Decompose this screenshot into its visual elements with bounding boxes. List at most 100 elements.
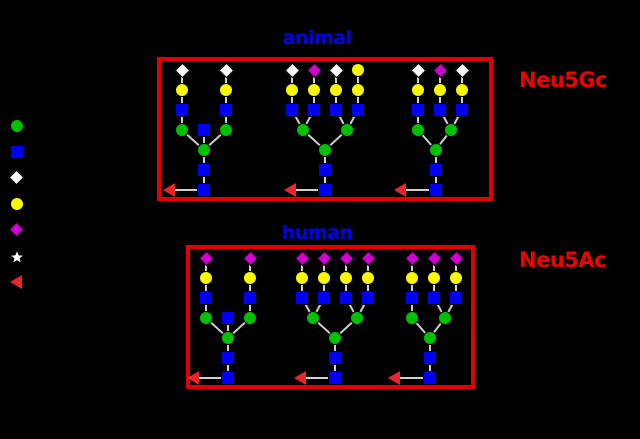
glcnac-icon bbox=[243, 291, 257, 305]
green-circle-mannose-icon bbox=[10, 119, 24, 133]
mannose-icon bbox=[199, 311, 213, 325]
legend-item-blue-square-glcnac bbox=[4, 139, 30, 165]
mannose-icon bbox=[306, 311, 320, 325]
galactose-icon bbox=[329, 83, 343, 97]
glcnac-icon bbox=[295, 291, 309, 305]
galactose-icon bbox=[285, 83, 299, 97]
core-mannose-icon bbox=[318, 143, 332, 157]
bisecting-glcnac-icon bbox=[197, 123, 211, 137]
core-mannose-icon bbox=[328, 331, 342, 345]
galactose-icon bbox=[339, 271, 353, 285]
core-glcnac-icon bbox=[197, 163, 211, 177]
mannose-icon bbox=[243, 311, 257, 325]
mannose-icon bbox=[175, 123, 189, 137]
fucose-icon bbox=[186, 371, 199, 385]
section-title-animal: animal bbox=[282, 27, 353, 49]
legend-item-yellow-circle-galactose bbox=[4, 191, 30, 217]
glcnac-icon bbox=[449, 291, 463, 305]
legend-item-green-circle-mannose bbox=[4, 113, 30, 139]
galactose-icon bbox=[219, 83, 233, 97]
animal-group-box bbox=[157, 57, 493, 201]
human-group-box bbox=[186, 245, 475, 389]
fucose-icon bbox=[388, 371, 401, 385]
glcnac-icon bbox=[317, 291, 331, 305]
glycosidic-bond bbox=[192, 377, 228, 379]
galactose-icon bbox=[351, 83, 365, 97]
glycosidic-bond bbox=[168, 189, 204, 191]
mannose-icon bbox=[350, 311, 364, 325]
glcnac-icon bbox=[361, 291, 375, 305]
core-glcnac-icon bbox=[422, 351, 437, 365]
glcnac-icon bbox=[411, 103, 425, 117]
galactose-icon bbox=[411, 83, 425, 97]
galactose-icon bbox=[351, 63, 365, 77]
galactose-icon bbox=[455, 83, 469, 97]
mannose-icon bbox=[296, 123, 310, 137]
galactose-icon bbox=[361, 271, 375, 285]
glcnac-icon bbox=[427, 291, 441, 305]
glcnac-icon bbox=[405, 291, 419, 305]
core-glcnac-icon bbox=[318, 183, 332, 197]
glcnac-icon bbox=[329, 103, 343, 117]
glcnac-icon bbox=[339, 291, 353, 305]
galactose-icon bbox=[175, 83, 189, 97]
mannose-icon bbox=[219, 123, 233, 137]
mannose-icon bbox=[444, 123, 458, 137]
mannose-icon bbox=[438, 311, 452, 325]
mannose-icon bbox=[405, 311, 419, 325]
core-glcnac-icon bbox=[318, 163, 332, 177]
label-neu5gc: Neu5Gc bbox=[519, 68, 608, 92]
glcnac-icon bbox=[219, 103, 233, 117]
galactose-icon bbox=[449, 271, 463, 285]
core-glcnac-icon bbox=[221, 351, 235, 365]
fucose-icon bbox=[283, 183, 296, 197]
fucose-icon bbox=[162, 183, 175, 197]
glcnac-icon bbox=[433, 103, 447, 117]
galactose-icon bbox=[199, 271, 213, 285]
glycosidic-bond bbox=[289, 189, 325, 191]
glycosidic-bond bbox=[299, 377, 335, 379]
core-glcnac-icon bbox=[197, 183, 211, 197]
galactose-icon bbox=[405, 271, 419, 285]
core-glcnac-icon bbox=[221, 371, 235, 385]
legend-item-magenta-diamond-neu5ac bbox=[4, 217, 30, 243]
legend-item-white-diamond-neu5gc bbox=[4, 165, 30, 191]
mannose-icon bbox=[340, 123, 354, 137]
blue-square-glcnac-icon bbox=[10, 145, 24, 159]
glcnac-icon bbox=[285, 103, 299, 117]
core-glcnac-icon bbox=[428, 163, 443, 177]
glcnac-icon bbox=[199, 291, 213, 305]
bisecting-glcnac-icon bbox=[221, 311, 235, 325]
core-glcnac-icon bbox=[328, 351, 342, 365]
section-title-human: human bbox=[281, 222, 353, 244]
core-mannose-icon bbox=[428, 143, 443, 157]
glycosidic-bond bbox=[400, 189, 436, 191]
galactose-icon bbox=[427, 271, 441, 285]
fucose-icon bbox=[394, 183, 407, 197]
galactose-icon bbox=[433, 83, 447, 97]
galactose-icon bbox=[295, 271, 309, 285]
core-mannose-icon bbox=[221, 331, 235, 345]
label-neu5ac: Neu5Ac bbox=[519, 248, 607, 272]
core-glcnac-icon bbox=[428, 183, 443, 197]
white-star-symbol-icon bbox=[9, 249, 25, 264]
glcnac-icon bbox=[455, 103, 469, 117]
core-glcnac-icon bbox=[328, 371, 342, 385]
glcnac-icon bbox=[351, 103, 365, 117]
core-mannose-icon bbox=[422, 331, 437, 345]
white-diamond-neu5gc-icon bbox=[8, 169, 25, 186]
core-mannose-icon bbox=[197, 143, 211, 157]
magenta-diamond-neu5ac-icon bbox=[8, 221, 25, 238]
galactose-icon bbox=[243, 271, 257, 285]
glcnac-icon bbox=[307, 103, 321, 117]
core-glcnac-icon bbox=[422, 371, 437, 385]
yellow-circle-galactose-icon bbox=[10, 197, 24, 211]
glcnac-icon bbox=[175, 103, 189, 117]
fucose-icon bbox=[293, 371, 306, 385]
red-triangle-fucose-icon bbox=[10, 275, 22, 289]
galactose-icon bbox=[307, 83, 321, 97]
mannose-icon bbox=[411, 123, 425, 137]
glycosidic-bond bbox=[394, 377, 430, 379]
galactose-icon bbox=[317, 271, 331, 285]
